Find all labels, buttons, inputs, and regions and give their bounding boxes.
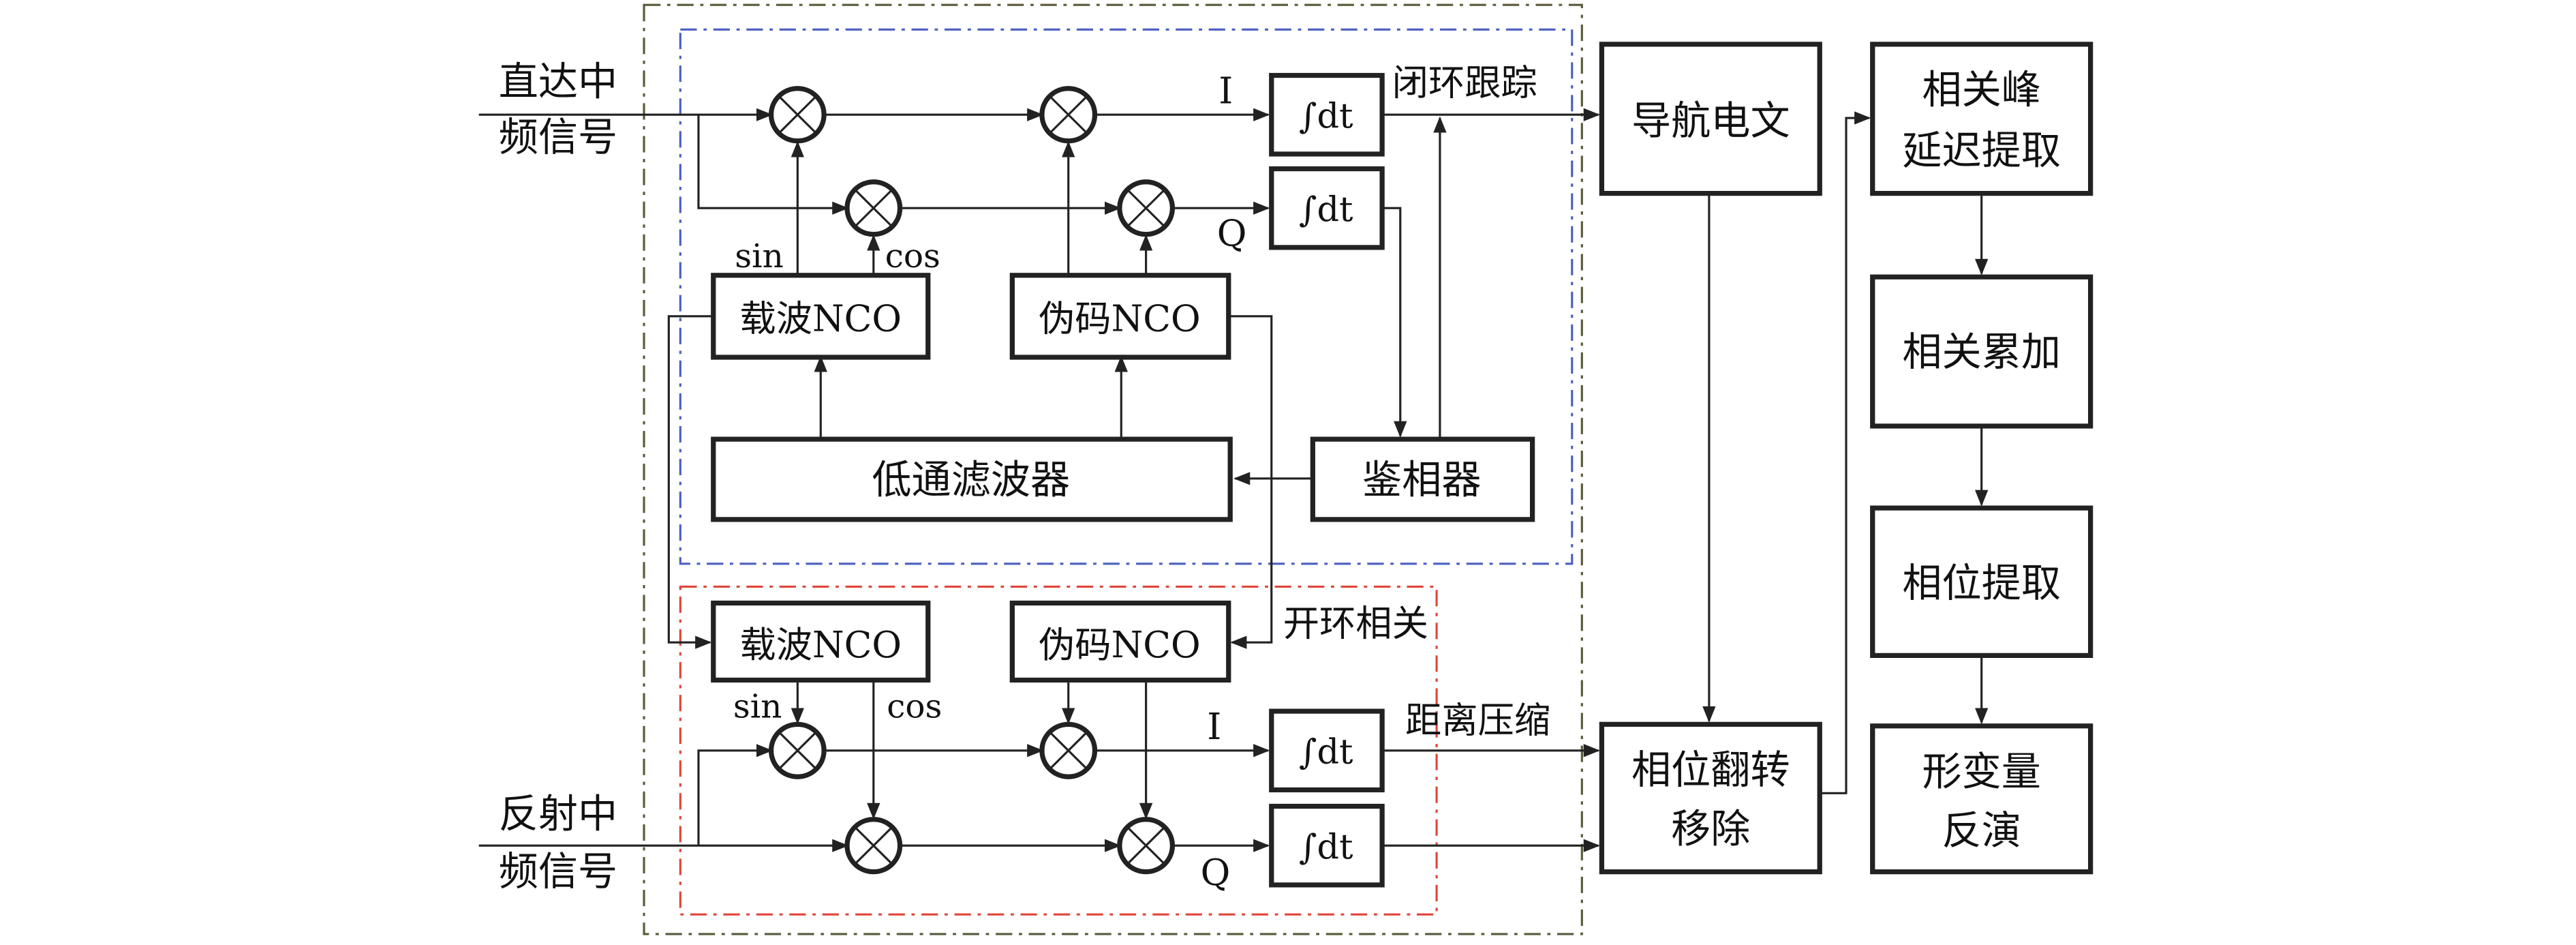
- cos-label: cos: [887, 688, 942, 726]
- low-pass-filter: [711, 436, 1233, 522]
- phase-extraction-block: [1870, 505, 2094, 658]
- integrator-label: ∫dt: [1299, 190, 1353, 230]
- deformation-label-1: 形变量: [1922, 748, 2040, 794]
- i-label: I: [1207, 706, 1221, 748]
- code-nco-label: 伪码NCO: [1039, 624, 1201, 666]
- integrator-q-closed: [1269, 166, 1385, 250]
- outer-dashed-border: [643, 3, 1583, 935]
- mixer-icon: [1117, 179, 1176, 237]
- code-nco-closed: [1009, 273, 1231, 360]
- mixer-icon: [1039, 721, 1098, 779]
- code-nco-label: 伪码NCO: [1039, 298, 1201, 340]
- closed-loop-wires: [478, 108, 1600, 649]
- peak-delay-extraction-block: [1870, 42, 2094, 196]
- closed-loop-tracking-label: 闭环跟踪: [1392, 62, 1537, 104]
- integrator-q-open: [1269, 803, 1385, 888]
- q-label: Q: [1217, 213, 1247, 255]
- reflected-if-label-2: 频信号: [499, 848, 617, 895]
- sin-label: sin: [735, 237, 784, 275]
- nav-message-block: [1599, 42, 1822, 196]
- carrier-nco-open: [711, 600, 931, 683]
- phase-extract-label: 相位提取: [1902, 560, 2061, 606]
- lpf-label: 低通滤波器: [872, 457, 1070, 503]
- code-nco-open: [1009, 600, 1231, 683]
- phase-discriminator: [1310, 436, 1535, 522]
- q-label: Q: [1201, 852, 1231, 894]
- right-chain-wires: [1702, 111, 1989, 794]
- range-compression-label: 距离压缩: [1405, 700, 1550, 742]
- closed-loop-border: [679, 28, 1574, 565]
- discriminator-label: 鉴相器: [1362, 457, 1481, 503]
- phase-flip-removal-block: [1599, 721, 1822, 875]
- mixer-icon: [768, 721, 827, 779]
- peak-delay-label-1: 相关峰: [1922, 67, 2040, 113]
- integrator-label: ∫dt: [1299, 827, 1353, 867]
- direct-if-label-2: 频信号: [499, 114, 617, 160]
- open-loop-wires: [478, 680, 1600, 852]
- carrier-nco-closed: [711, 273, 931, 360]
- phase-flip-label-1: 相位翻转: [1631, 747, 1790, 793]
- carrier-nco-label: 载波NCO: [739, 298, 902, 340]
- mixer-icon: [1117, 817, 1176, 875]
- integrator-i-open: [1269, 708, 1385, 793]
- peak-delay-label-2: 延迟提取: [1902, 127, 2061, 174]
- open-loop-border: [679, 585, 1438, 916]
- direct-if-label-1: 直达中: [499, 59, 617, 105]
- cos-label: cos: [885, 237, 940, 275]
- integrator-label: ∫dt: [1299, 96, 1353, 136]
- i-label: I: [1218, 70, 1233, 112]
- deformation-label-2: 反演: [1942, 807, 2021, 854]
- nav-message-label: 导航电文: [1631, 97, 1790, 144]
- accumulate-label: 相关累加: [1902, 329, 2061, 375]
- mixer-icon: [1039, 86, 1098, 144]
- integrator-i-closed: [1269, 72, 1385, 157]
- carrier-nco-label: 载波NCO: [739, 624, 902, 666]
- open-loop-correlation-label: 开环相关: [1283, 603, 1428, 645]
- phase-flip-label-2: 移除: [1671, 806, 1750, 852]
- reflected-if-label-1: 反射中: [499, 791, 617, 837]
- mixer-icon: [768, 86, 827, 144]
- mixer-icon: [844, 817, 903, 875]
- correlation-accumulation-block: [1870, 274, 2094, 429]
- mixer-icon: [844, 179, 903, 237]
- deformation-inversion-block: [1870, 723, 2094, 875]
- integrator-label: ∫dt: [1299, 732, 1353, 772]
- sin-label: sin: [733, 688, 782, 726]
